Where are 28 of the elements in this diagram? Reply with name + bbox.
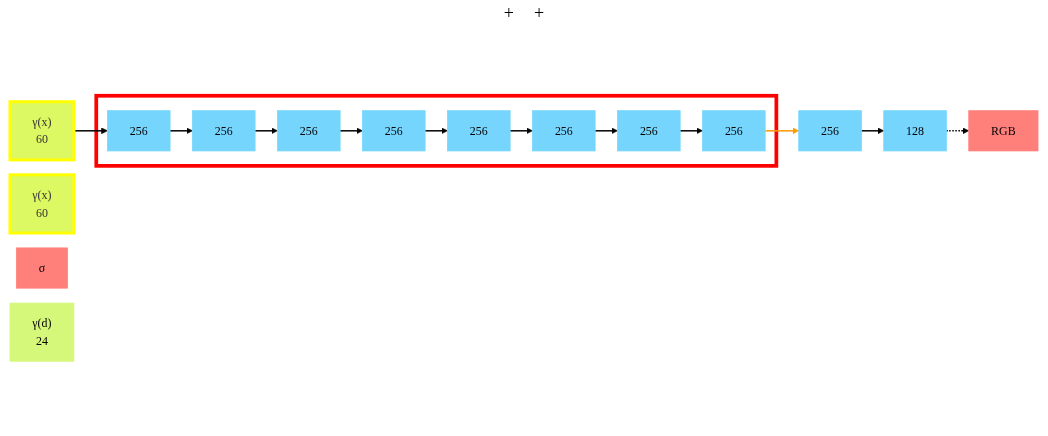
arrow	[169, 127, 193, 135]
node-box: RGB	[968, 110, 1039, 152]
cluster	[94, 93, 779, 168]
node-box: γ(x) 60	[8, 100, 76, 162]
node-box: 256	[362, 110, 426, 152]
node-box: 256	[702, 110, 766, 152]
node-box: 256	[532, 110, 596, 152]
node-box: 256	[447, 110, 511, 152]
arrow	[424, 127, 448, 135]
node-box: γ(d) 24	[9, 302, 75, 362]
plus-sign: +	[534, 2, 545, 24]
node-box: 256	[192, 110, 256, 152]
arrow	[73, 127, 108, 135]
arrow	[594, 127, 618, 135]
node-box: 256	[617, 110, 681, 152]
node-box: σ	[15, 247, 68, 289]
arrow	[860, 127, 885, 135]
node-box: 256	[798, 110, 862, 152]
node-box: 256	[277, 110, 341, 152]
node-box: γ(x) 60	[8, 173, 76, 235]
node-box: 256	[107, 110, 171, 152]
arrow	[679, 127, 703, 135]
arrow	[509, 127, 533, 135]
node-box: 128	[883, 110, 947, 152]
arrow	[764, 127, 800, 135]
plus-sign: +	[503, 2, 514, 24]
arrow	[254, 127, 278, 135]
arrow	[339, 127, 363, 135]
